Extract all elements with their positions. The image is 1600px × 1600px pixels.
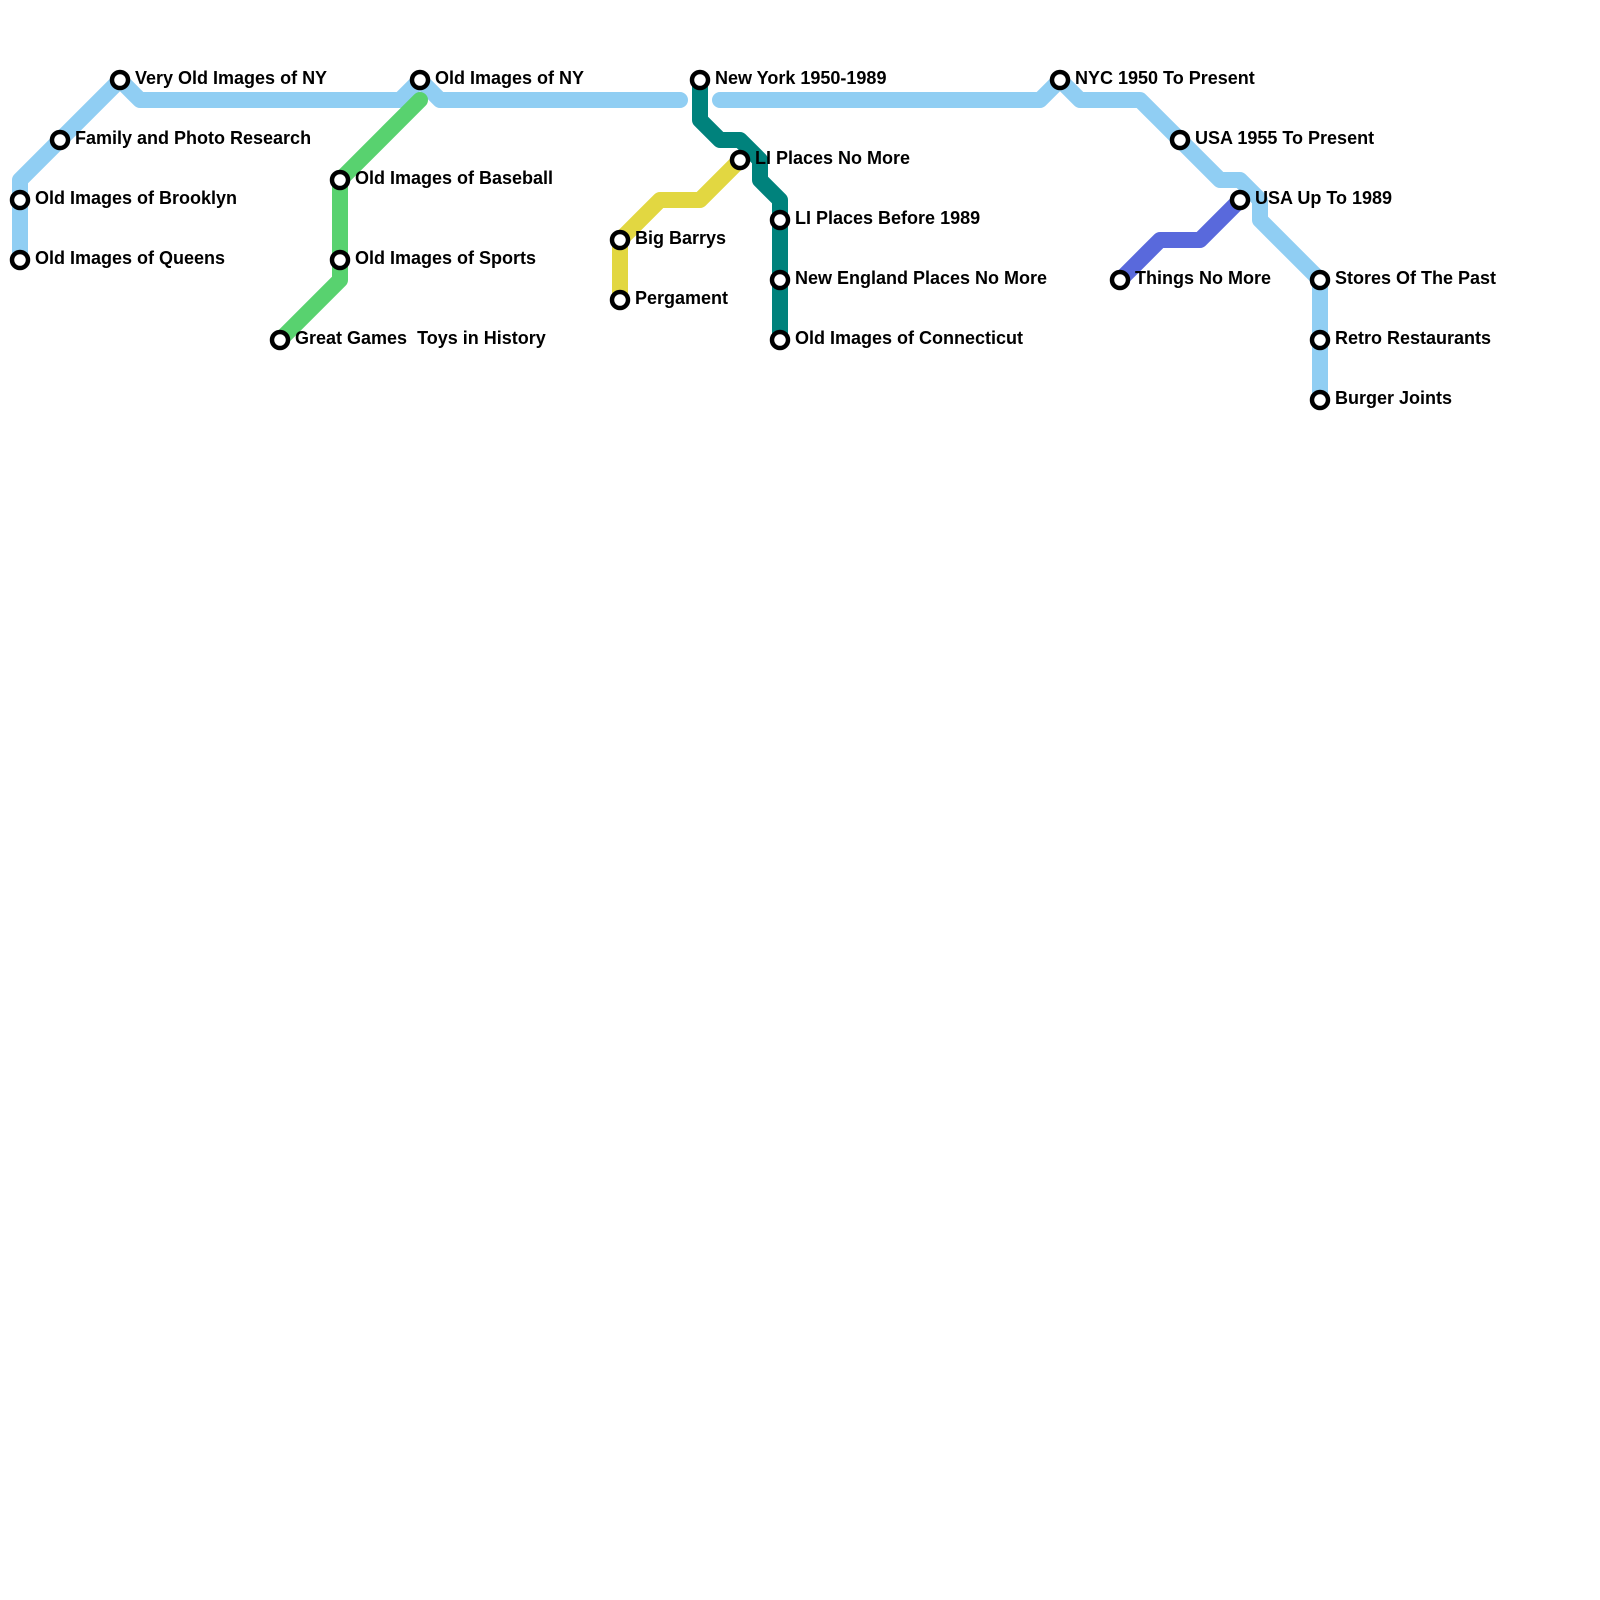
station-label-retro-restaurants[interactable]: Retro Restaurants <box>1335 328 1491 348</box>
station-things-no-more[interactable] <box>1109 269 1131 291</box>
station-family-and-photo-research[interactable] <box>49 129 71 151</box>
station-nyc-1950-to-present[interactable] <box>1049 69 1071 91</box>
station-label-old-images-of-ny[interactable]: Old Images of NY <box>435 68 584 88</box>
station-big-barrys[interactable] <box>609 229 631 251</box>
station-label-burger-joints[interactable]: Burger Joints <box>1335 388 1452 408</box>
station-label-old-images-of-queens[interactable]: Old Images of Queens <box>35 248 225 268</box>
station-old-images-of-connecticut[interactable] <box>769 329 791 351</box>
station-label-family-and-photo-research[interactable]: Family and Photo Research <box>75 128 311 148</box>
station-label-very-old-images-of-ny[interactable]: Very Old Images of NY <box>135 68 327 88</box>
station-label-pergament[interactable]: Pergament <box>635 288 728 308</box>
station-label-new-york-1950-1989[interactable]: New York 1950-1989 <box>715 68 886 88</box>
station-usa-up-to-1989[interactable] <box>1229 189 1251 211</box>
station-new-york-1950-1989[interactable] <box>689 69 711 91</box>
station-stores-of-the-past[interactable] <box>1309 269 1331 291</box>
green-line <box>272 92 428 348</box>
station-old-images-of-ny[interactable] <box>409 69 431 91</box>
station-li-places-before-1989[interactable] <box>769 209 791 231</box>
stations: Very Old Images of NY Old Images of NY N… <box>9 68 1496 411</box>
station-very-old-images-of-ny[interactable] <box>109 69 131 91</box>
station-label-usa-1955-to-present[interactable]: USA 1955 To Present <box>1195 128 1374 148</box>
yellow-line <box>612 152 748 308</box>
station-li-places-no-more[interactable] <box>729 149 751 171</box>
station-burger-joints[interactable] <box>1309 389 1331 411</box>
indigo-line <box>1112 192 1248 288</box>
station-old-images-of-brooklyn[interactable] <box>9 189 31 211</box>
station-old-images-of-sports[interactable] <box>329 249 351 271</box>
station-label-old-images-of-sports[interactable]: Old Images of Sports <box>355 248 536 268</box>
station-pergament[interactable] <box>609 289 631 311</box>
station-label-stores-of-the-past[interactable]: Stores Of The Past <box>1335 268 1496 288</box>
teal-line <box>692 72 788 348</box>
station-old-images-of-baseball[interactable] <box>329 169 351 191</box>
station-label-things-no-more[interactable]: Things No More <box>1135 268 1271 288</box>
station-label-usa-up-to-1989[interactable]: USA Up To 1989 <box>1255 188 1392 208</box>
station-label-old-images-of-connecticut[interactable]: Old Images of Connecticut <box>795 328 1023 348</box>
station-usa-1955-to-present[interactable] <box>1169 129 1191 151</box>
station-retro-restaurants[interactable] <box>1309 329 1331 351</box>
station-label-old-images-of-brooklyn[interactable]: Old Images of Brooklyn <box>35 188 237 208</box>
station-label-li-places-no-more[interactable]: LI Places No More <box>755 148 910 168</box>
station-label-new-england-places-no-more[interactable]: New England Places No More <box>795 268 1047 288</box>
station-label-li-places-before-1989[interactable]: LI Places Before 1989 <box>795 208 980 228</box>
station-label-old-images-of-baseball[interactable]: Old Images of Baseball <box>355 168 553 188</box>
station-label-nyc-1950-to-present[interactable]: NYC 1950 To Present <box>1075 68 1255 88</box>
station-new-england-places-no-more[interactable] <box>769 269 791 291</box>
station-label-big-barrys[interactable]: Big Barrys <box>635 228 726 248</box>
station-great-games-toys-in-history[interactable] <box>269 329 291 351</box>
station-old-images-of-queens[interactable] <box>9 249 31 271</box>
station-label-great-games-toys-in-history[interactable]: Great Games Toys in History <box>295 328 546 348</box>
light-blue-line-segment-west <box>12 72 688 268</box>
